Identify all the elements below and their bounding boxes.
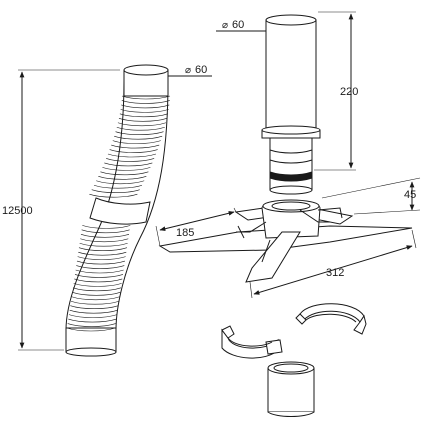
hose-ring <box>102 167 151 171</box>
hose-ring <box>70 300 120 305</box>
hose-ring <box>107 153 157 158</box>
hose-ring <box>114 135 163 140</box>
hose-ring <box>74 278 123 283</box>
hose-ring <box>117 122 167 127</box>
base-height-dimension: 45 <box>321 177 421 215</box>
hose-ring <box>78 251 127 256</box>
hose-ring <box>121 95 171 100</box>
base-long-leg-label: 312 <box>326 267 344 279</box>
hose-length-label: 12500 <box>2 205 33 217</box>
pipe-length-label: 220 <box>340 86 358 98</box>
hose-ring <box>115 131 164 135</box>
hose-ring <box>96 180 145 185</box>
hose-ring <box>66 327 116 332</box>
hose-ring <box>74 274 124 278</box>
hose-ring <box>70 305 119 309</box>
pipe-top-opening <box>265 14 317 26</box>
hose-ring <box>73 283 122 287</box>
hose-ring <box>91 189 140 193</box>
hose-ring <box>72 287 122 292</box>
hose-ring <box>89 193 138 198</box>
hose-ring <box>93 184 143 189</box>
pipe-seal-ring <box>269 171 313 182</box>
hose-ring <box>104 162 153 167</box>
hose-ring <box>75 269 124 274</box>
hose-length-dimension: 12500 <box>2 69 120 351</box>
hose-corrugations <box>66 95 171 332</box>
pipe-diameter-label: 60 <box>232 19 244 31</box>
cross-base <box>158 199 413 283</box>
clamp-lower <box>221 325 283 359</box>
hose-ring <box>100 171 149 176</box>
hose-diameter-symbol: ⌀ <box>185 65 191 76</box>
hose-ring <box>71 296 120 301</box>
hose-ring <box>106 158 155 162</box>
pipe-length-dimension: 220 <box>314 11 358 171</box>
hose-ring <box>77 256 126 260</box>
base-short-leg-label: 185 <box>176 227 194 239</box>
socket-body <box>267 367 315 413</box>
hose-ring <box>116 126 165 131</box>
pipe-diameter-symbol: ⌀ <box>222 20 228 31</box>
hose-ring <box>76 260 126 265</box>
hose-diameter-dimension: ⌀ 60 <box>168 64 212 77</box>
hose-ring <box>68 318 117 323</box>
hose-ring <box>78 247 128 251</box>
short-socket <box>267 361 315 417</box>
base-short-leg-dimension: 185 <box>155 207 237 247</box>
hose-ring <box>121 104 170 109</box>
hose-ring <box>72 292 121 296</box>
hose-ring <box>68 314 118 318</box>
clamp-upper <box>295 303 367 335</box>
hose-ring <box>109 149 158 153</box>
hose-middle-band <box>89 197 151 225</box>
hose-diameter-label: 60 <box>195 64 207 76</box>
hose-ring <box>121 100 170 104</box>
base-height-label: 45 <box>404 189 416 201</box>
hose-ring <box>119 113 168 118</box>
hose-ring <box>80 238 129 243</box>
vertical-pipe <box>261 14 321 195</box>
base-long-leg-dimension: 312 <box>249 229 417 299</box>
hose-ring <box>98 176 147 180</box>
pipe-spigot <box>269 137 313 191</box>
hose-ring <box>69 309 118 314</box>
hose-ring <box>67 323 116 327</box>
hose-ring <box>79 242 128 247</box>
hose-ring <box>80 234 130 238</box>
hose-ring <box>82 225 131 229</box>
hose-ring <box>81 229 130 234</box>
hose-ring <box>112 140 161 144</box>
flexible-hose <box>65 64 171 357</box>
pipe-diameter-dimension: ⌀ 60 <box>216 19 266 32</box>
hose-ring <box>111 144 160 149</box>
hose-ring <box>118 118 168 122</box>
pipe-body <box>265 19 317 133</box>
hose-ring <box>76 265 125 269</box>
hose-ring <box>120 109 169 113</box>
hose-top-opening <box>123 64 169 76</box>
